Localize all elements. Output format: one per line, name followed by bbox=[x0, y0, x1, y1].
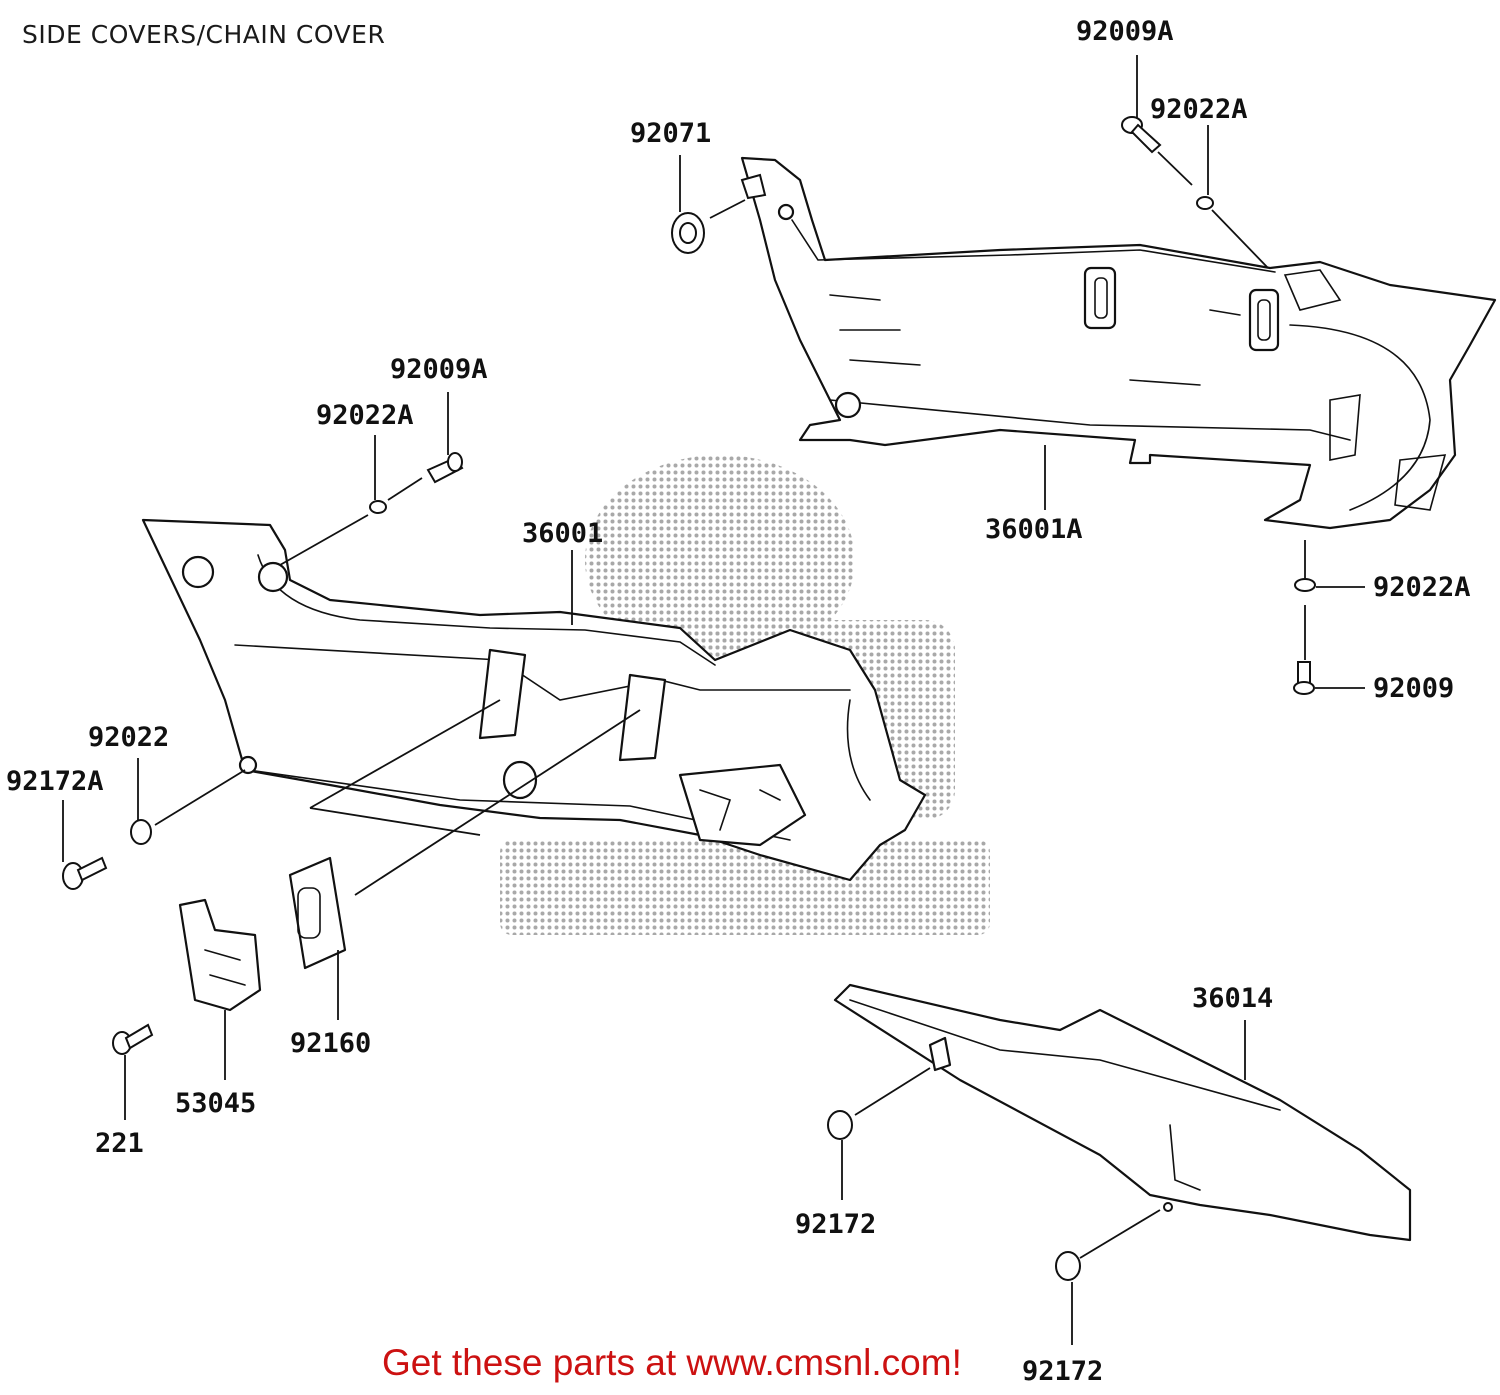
callout-92009: 92009 bbox=[1373, 673, 1454, 704]
side-cover-36001a bbox=[740, 156, 1497, 530]
damper-92160 bbox=[288, 856, 347, 970]
leader-lines bbox=[62, 55, 1365, 1345]
bolt-92172-mid bbox=[827, 1110, 853, 1140]
bolt-92009 bbox=[1293, 661, 1315, 695]
washer-92022a-top bbox=[1196, 196, 1214, 210]
washer-92022a-mid bbox=[369, 500, 387, 514]
screw-221 bbox=[112, 1023, 154, 1055]
washer-92022a-right bbox=[1294, 578, 1316, 592]
callout-92071: 92071 bbox=[630, 118, 711, 149]
callout-92022a-right: 92022A bbox=[1373, 572, 1471, 603]
callout-36001a: 36001A bbox=[985, 514, 1083, 545]
callout-92172a: 92172A bbox=[6, 766, 104, 797]
callout-92009a-top: 92009A bbox=[1076, 16, 1174, 47]
bolt-92009a-top bbox=[1121, 116, 1162, 154]
callout-labels: 92009A 92022A 92071 36001A 92022A 92009 … bbox=[6, 16, 1471, 1387]
callout-92172-bottom: 92172 bbox=[1022, 1356, 1103, 1387]
callout-92160: 92160 bbox=[290, 1028, 371, 1059]
grommet-92071 bbox=[671, 173, 767, 254]
callout-221: 221 bbox=[95, 1128, 144, 1159]
callout-92022a-top: 92022A bbox=[1150, 94, 1248, 125]
promo-footer-link[interactable]: Get these parts at www.cmsnl.com! bbox=[382, 1342, 962, 1383]
callout-92009a-mid: 92009A bbox=[390, 354, 488, 385]
callout-53045: 53045 bbox=[175, 1088, 256, 1119]
bolt-92172a bbox=[62, 856, 108, 890]
bolt-92172-bottom bbox=[1055, 1251, 1081, 1281]
callout-36001: 36001 bbox=[522, 518, 603, 549]
chain-cover-36014 bbox=[833, 983, 1412, 1242]
callout-92022: 92022 bbox=[88, 722, 169, 753]
callout-92172-mid: 92172 bbox=[795, 1209, 876, 1240]
callout-36014: 36014 bbox=[1192, 983, 1273, 1014]
callout-92022a-mid: 92022A bbox=[316, 400, 414, 431]
washer-92022 bbox=[130, 819, 152, 845]
clip-53045 bbox=[178, 898, 262, 1012]
bolt-92009a-mid bbox=[426, 452, 464, 484]
side-cover-36001 bbox=[141, 518, 927, 882]
diagram-title: SIDE COVERS/CHAIN COVER bbox=[22, 20, 386, 49]
